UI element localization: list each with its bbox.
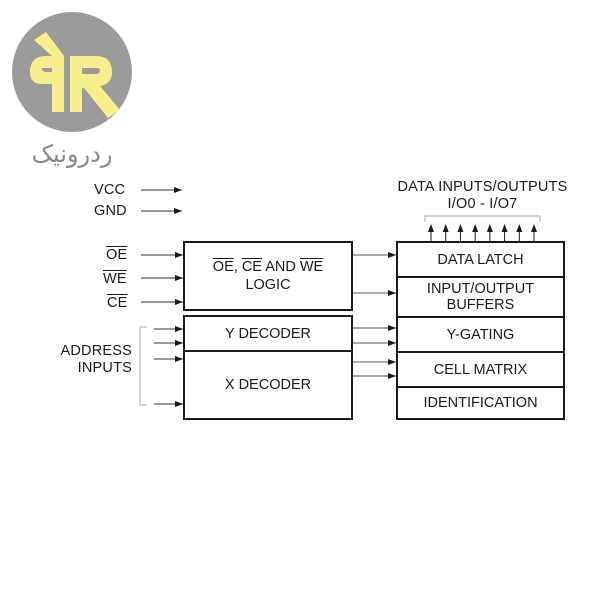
- ce-label: CE: [107, 295, 128, 311]
- io-buffers: INPUT/OUTPUT BUFFERS: [398, 278, 563, 316]
- io-header-line2: I/O0 - I/O7: [447, 196, 518, 212]
- logo: [12, 12, 132, 132]
- divider-1: [398, 276, 563, 278]
- we-label: WE: [103, 271, 127, 287]
- logic-ce: CE: [241, 259, 262, 275]
- rr-monogram-icon: [12, 12, 132, 132]
- cell-matrix: CELL MATRIX: [433, 361, 528, 378]
- io-arrowhead-2: [457, 224, 464, 232]
- decoder-divider: [185, 350, 351, 352]
- io-header-line1: DATA INPUTS/OUTPUTS: [397, 179, 568, 195]
- vcc-label: VCC: [94, 182, 126, 198]
- io-arrowhead-6: [516, 224, 523, 232]
- divider-2: [398, 316, 563, 318]
- decoder-block: Y DECODER X DECODER: [183, 315, 353, 420]
- logic-sep1: ,: [233, 259, 242, 275]
- io-arrows: [428, 224, 537, 241]
- data-latch: DATA LATCH: [437, 251, 524, 268]
- io-buffers-line2: BUFFERS: [446, 297, 515, 313]
- logic-we: WE: [299, 259, 324, 275]
- io-arrowhead-7: [531, 224, 537, 232]
- io-bracket: [424, 215, 541, 222]
- io-header: DATA INPUTS/OUTPUTS I/O0 - I/O7: [385, 179, 580, 213]
- logic-oe: OE: [212, 259, 234, 275]
- io-arrowhead-1: [442, 224, 449, 232]
- address-label-line2: INPUTS: [77, 360, 132, 376]
- divider-4: [398, 386, 563, 388]
- logic-and: AND: [261, 259, 300, 275]
- io-arrowhead-0: [428, 224, 434, 232]
- logic-block: OE, CE AND WE LOGIC: [183, 241, 353, 311]
- logic-block-title: OE, CE AND WE: [213, 259, 323, 275]
- x-decoder: X DECODER: [224, 377, 312, 393]
- brand-name: ردرونیک: [31, 140, 113, 168]
- address-bracket: [139, 326, 147, 406]
- io-buffers-line1: INPUT/OUTPUT: [426, 281, 535, 297]
- address-label-line1: ADDRESS: [60, 343, 132, 359]
- memory-stack: DATA LATCH INPUT/OUTPUT BUFFERS Y-GATING…: [396, 241, 565, 420]
- identification: IDENTIFICATION: [423, 395, 538, 411]
- io-arrowhead-3: [472, 224, 479, 232]
- y-decoder: Y DECODER: [225, 325, 311, 342]
- gnd-label: GND: [94, 203, 127, 219]
- divider-3: [398, 351, 563, 353]
- logic-block-subtitle: LOGIC: [245, 277, 291, 293]
- address-inputs-label: ADDRESS INPUTS: [50, 343, 132, 377]
- io-arrowhead-4: [486, 224, 493, 232]
- y-gating: Y-GATING: [446, 326, 515, 343]
- oe-label: OE: [106, 247, 128, 263]
- io-arrowhead-5: [501, 224, 508, 232]
